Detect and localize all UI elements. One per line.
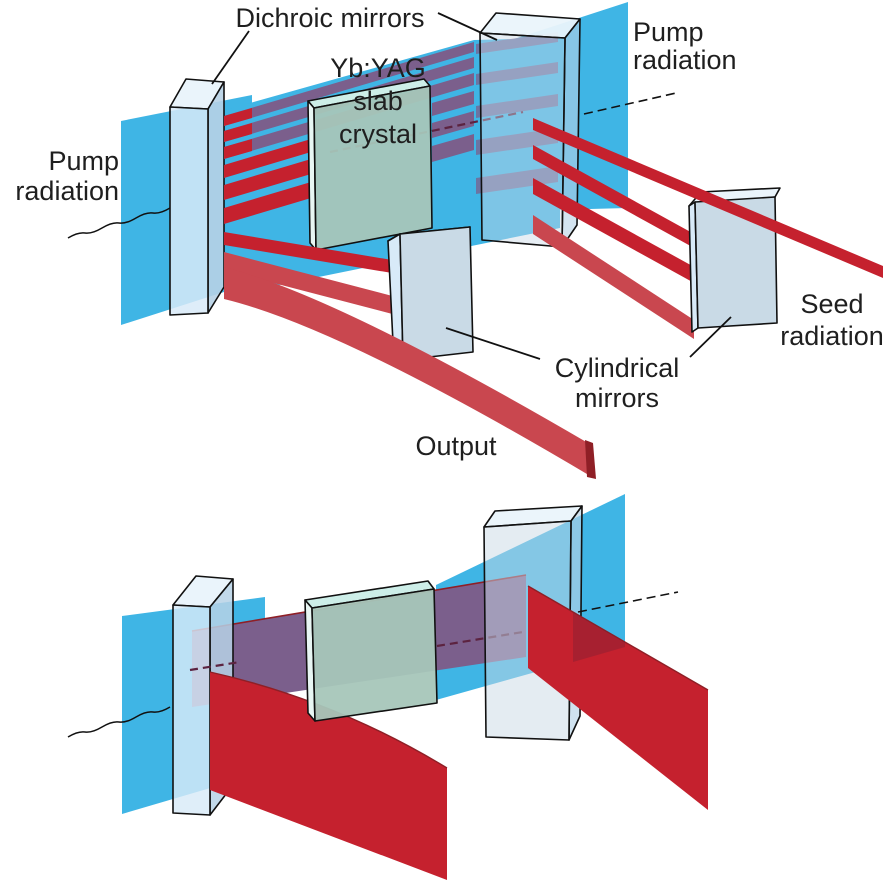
output-beam-end: [585, 440, 596, 479]
label-crystal-1: Yb:YAG: [330, 53, 426, 83]
mirror-side-face: [207, 81, 225, 314]
mirror-front-face: [172, 604, 211, 816]
label-pump-right-2: radiation: [633, 45, 737, 75]
label-seed-1: Seed: [800, 289, 863, 319]
axis-squiggle-left: [67, 706, 171, 738]
beam-to-right-mirror: [533, 178, 696, 284]
dichroic-mirror-right: [479, 12, 581, 248]
label-pump-left-2: radiation: [15, 176, 119, 206]
pointer-dichroic-right: [437, 12, 498, 41]
beam-sheet-edge: [527, 585, 709, 691]
label-cylindrical-2: mirrors: [575, 383, 659, 413]
beam-bright-cap: [224, 108, 252, 126]
crystal-front-face: [313, 85, 433, 251]
beam-bright-cap: [224, 139, 252, 159]
beam-pass: [432, 111, 474, 138]
mirror-front-face: [479, 32, 566, 248]
beam-pass: [224, 42, 474, 126]
axis-dashed-left: [189, 660, 241, 672]
beam-sheet-right-wing: [528, 586, 708, 810]
pointer-cylindrical-front: [445, 327, 541, 360]
label-seed-2: radiation: [780, 321, 883, 351]
beam-to-right-mirror: [533, 145, 696, 249]
beam-dim: [476, 94, 558, 118]
label-crystal-2: slab: [353, 86, 403, 116]
beam-pass: [224, 139, 311, 178]
crystal-front-face: [311, 588, 438, 722]
bottom-panel: [67, 494, 709, 880]
cylindrical-mirror-front: [387, 226, 474, 364]
beam-pass: [224, 182, 311, 224]
label-output: Output: [415, 431, 497, 461]
label-crystal-3: crystal: [339, 119, 417, 149]
mirror-front-face: [483, 520, 572, 741]
axis-dashed-black-right: [577, 591, 679, 613]
label-pump-left-1: Pump: [48, 146, 119, 176]
label-dichroic-mirrors: Dichroic mirrors: [236, 3, 425, 33]
pointer-dichroic-left: [211, 30, 250, 85]
output-beam: [224, 267, 592, 477]
beams-behind-right-mirror: [476, 32, 558, 194]
beam-dim: [476, 166, 558, 194]
top-panel: Dichroic mirrors Yb:YAG slab crystal Pum…: [15, 2, 883, 479]
beam-pass: [224, 159, 311, 200]
beam-pass: [432, 134, 474, 162]
yb-yag-crystal: [304, 580, 438, 722]
beam-to-front-mirror: [224, 252, 400, 316]
mirror-front-face: [694, 196, 778, 329]
beam-dim: [476, 128, 558, 155]
mirror-front-face: [169, 106, 209, 316]
beam-dim: [476, 32, 558, 54]
beam-to-right-mirror: [533, 215, 694, 339]
cylindrical-mirror-right: [688, 187, 781, 333]
beam-dim: [476, 62, 558, 85]
pump-axis-squiggle-left: [67, 207, 171, 239]
pointer-cylindrical-right: [689, 316, 732, 358]
dichroic-mirror-left: [169, 78, 225, 316]
seed-beam: [533, 118, 883, 278]
label-cylindrical-1: Cylindrical: [555, 353, 680, 383]
pump-axis-dashed-right: [583, 92, 677, 115]
mirror-front-face: [399, 226, 474, 361]
beam-to-front-mirror: [224, 232, 398, 274]
beam-bright-cap: [224, 123, 252, 142]
beam-sheet-front-wing: [210, 672, 447, 880]
beam-sheet-overlap-patch: [573, 612, 625, 662]
beam-pass: [432, 91, 474, 116]
label-pump-right-1: Pump: [633, 17, 704, 47]
